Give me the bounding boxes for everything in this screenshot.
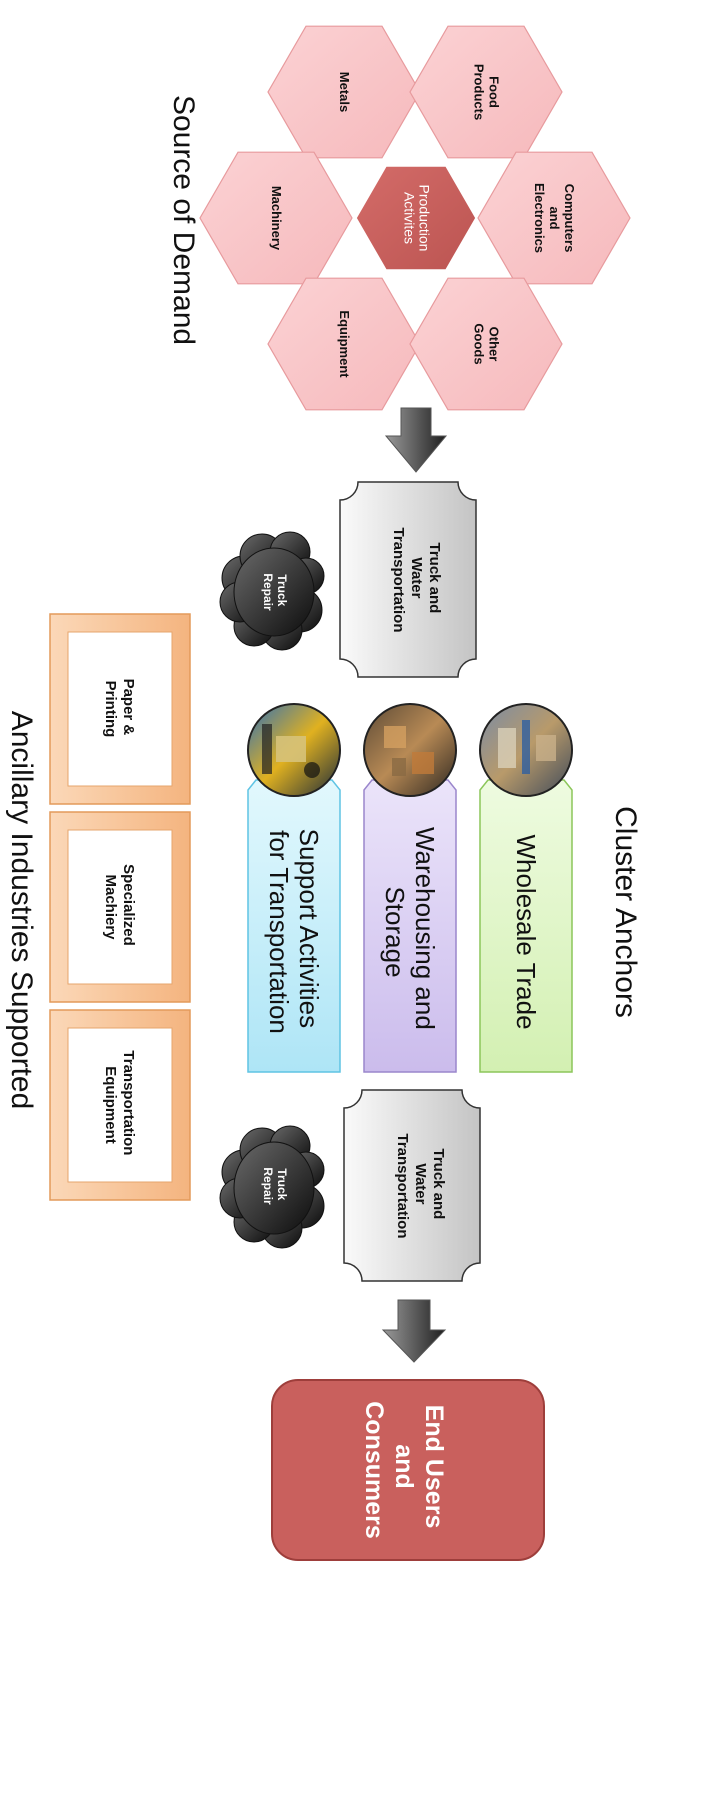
hex-equipment: Equipment (267, 277, 421, 411)
hex-other-goods: OtherGoods (409, 277, 563, 411)
hex-computers-electronics-line-2: and (547, 206, 562, 229)
svg-text:Equipment: Equipment (337, 310, 352, 378)
hex-other-goods-line-1: Other (487, 327, 502, 362)
transport-top-line-1: Truck and (426, 542, 443, 613)
hex-other-goods-shape (409, 277, 563, 411)
hex-food-products-line-2: Products (472, 64, 487, 120)
repair-bottom-line-2: Repair (261, 1167, 275, 1205)
end-users-line-2: and (390, 1444, 418, 1488)
source-of-demand-title: Source of Demand (167, 95, 200, 345)
hex-metals: Metals (267, 25, 421, 159)
support-line-2: for Transportation (264, 830, 294, 1034)
ancillary-transportation-equipment: Transportation Equipment (49, 1009, 191, 1201)
svg-text:Truck and Water Tr: Truck and Water Transportation (390, 527, 443, 632)
svg-text:FoodProducts: FoodProducts (472, 64, 502, 120)
hex-metals-shape (267, 25, 421, 159)
machinery-line-1: Specialized (120, 864, 137, 946)
hex-food-products: FoodProducts (409, 25, 563, 159)
support-line-1: Support Activities (294, 829, 324, 1028)
truck-repair-cloud-top: Truck Repair (219, 531, 325, 651)
hex-production-activities-shape (351, 161, 481, 275)
ancillary-paper-printing: Paper & Printing (49, 613, 191, 805)
wholesale-line-1: Wholesale Trade (511, 834, 541, 1029)
repair-top-line-2: Repair (261, 573, 275, 611)
svg-text:Warehousing and Storage: Warehousing and Storage (380, 827, 440, 1037)
svg-text:Specialized Machiery: Specialized Machiery (102, 864, 137, 950)
svg-text:ProductionActivites: ProductionActivites (402, 185, 433, 252)
repair-top-line-1: Truck (275, 574, 289, 606)
hex-machinery-line-1: Machinery (269, 186, 284, 251)
hex-equipment-line-1: Equipment (337, 310, 352, 378)
hexagon-cluster: ProductionActivites Metals FoodProductsMac… (199, 25, 631, 411)
svg-text:Truck Repair: Truck Repair (261, 573, 289, 611)
cloud-icon (219, 531, 325, 651)
hex-production-activities-line-2: Activites (402, 192, 418, 244)
hex-computers-electronics-line-1: Computers (562, 184, 577, 253)
svg-text:Wholesale Trade: Wholesale Trade (511, 834, 541, 1029)
hex-computers-electronics: ComputersandElectronics (477, 151, 631, 285)
hex-computers-electronics-shape (477, 151, 631, 285)
svg-text:Machinery: Machinery (269, 186, 284, 251)
cloud-icon (219, 1125, 325, 1249)
svg-text:Truck and Water Tr: Truck and Water Transportation (394, 1133, 447, 1238)
svg-text:Metals: Metals (337, 72, 352, 112)
transport-bottom-line-3: Transportation (394, 1133, 411, 1238)
svg-text:Paper & Printing: Paper & Printing (102, 679, 137, 740)
arrow-down-icon (381, 1299, 447, 1363)
anchor-wholesale-trade: Wholesale Trade (479, 703, 573, 1073)
svg-text:End Users and Cons: End Users and Consumers (360, 1401, 448, 1539)
transport-top-line-2: Water (408, 557, 425, 598)
hex-metals-line-1: Metals (337, 72, 352, 112)
transportation-box-top: Truck and Water Transportation (339, 481, 477, 678)
anchor-support-activities: Support Activities for Transportation (247, 703, 341, 1073)
transportation-box-bottom: Truck and Water Transportation (343, 1089, 481, 1282)
warehousing-line-1: Warehousing and (410, 827, 440, 1030)
transport-equipment-line-2: Equipment (102, 1066, 119, 1144)
end-users-line-1: End Users (420, 1405, 448, 1529)
arrow-down-icon (384, 407, 448, 473)
hex-food-products-line-1: Food (487, 76, 502, 108)
svg-text:ComputersandElectronics: ComputersandElectronics (532, 183, 577, 253)
svg-text:Truck Repair: Truck Repair (261, 1167, 289, 1205)
photo-icon (363, 703, 457, 797)
hex-machinery: Machinery (199, 151, 353, 285)
ancillary-industries-title: Ancillary Industries Supported (5, 711, 38, 1110)
hex-production-activities: ProductionActivites (351, 161, 481, 275)
transport-bottom-line-2: Water (412, 1163, 429, 1204)
machinery-line-2: Machiery (102, 874, 119, 940)
repair-bottom-line-1: Truck (275, 1168, 289, 1200)
truck-repair-cloud-bottom: Truck Repair (219, 1125, 325, 1249)
transport-top-line-3: Transportation (390, 527, 407, 632)
photo-icon (247, 703, 341, 797)
hex-equipment-shape (267, 277, 421, 411)
transport-equipment-line-1: Transportation (120, 1050, 137, 1155)
svg-text:Transportation Equipment: Transportation Equipment (102, 1050, 137, 1159)
anchor-warehousing-storage: Warehousing and Storage (363, 703, 457, 1073)
end-users-line-3: Consumers (360, 1401, 388, 1539)
hex-production-activities-line-1: Production (417, 185, 433, 252)
ancillary-specialized-machinery: Specialized Machiery (49, 811, 191, 1003)
warehousing-line-2: Storage (380, 886, 410, 977)
svg-text:OtherGoods: OtherGoods (472, 323, 502, 364)
paper-line-2: Printing (102, 681, 119, 738)
cluster-anchors-title: Cluster Anchors (609, 806, 642, 1018)
transport-bottom-line-1: Truck and (430, 1148, 447, 1219)
svg-text:Support Activities for T: Support Activities for Transportation (264, 829, 324, 1036)
end-users-box: End Users and Consumers (271, 1379, 545, 1561)
hex-computers-electronics-line-3: Electronics (532, 183, 547, 253)
photo-icon (479, 703, 573, 797)
paper-line-1: Paper & (120, 679, 137, 736)
hex-other-goods-line-2: Goods (472, 323, 487, 364)
